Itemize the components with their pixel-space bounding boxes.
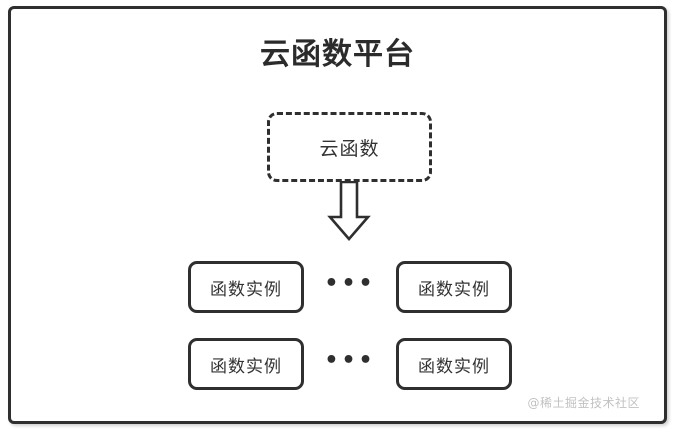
page-title: 云函数平台 [260,37,415,72]
instance-row: 函数实例 ••• 函数实例 [188,338,512,390]
ellipsis-dots: ••• [324,348,376,373]
function-instance-label: 函数实例 [210,356,282,377]
function-instance-box: 函数实例 [188,261,304,313]
function-instance-box: 函数实例 [188,338,304,390]
ellipsis-dots: ••• [324,271,376,296]
down-block-arrow-icon [327,180,371,241]
function-instance-box: 函数实例 [396,261,512,313]
function-instance-label: 函数实例 [418,356,490,377]
instance-row: 函数实例 ••• 函数实例 [188,261,512,313]
watermark: @稀土掘金技术社区 [527,396,640,410]
function-instance-box: 函数实例 [396,338,512,390]
cloud-function-label: 云函数 [319,137,380,160]
cloud-function-platform-container: 云函数平台 云函数 函数实例 ••• 函数实例 函数实例 ••• 函数实例 [8,6,667,424]
function-instance-label: 函数实例 [210,279,282,300]
cloud-function-node: 云函数 [267,112,432,182]
function-instance-label: 函数实例 [418,279,490,300]
